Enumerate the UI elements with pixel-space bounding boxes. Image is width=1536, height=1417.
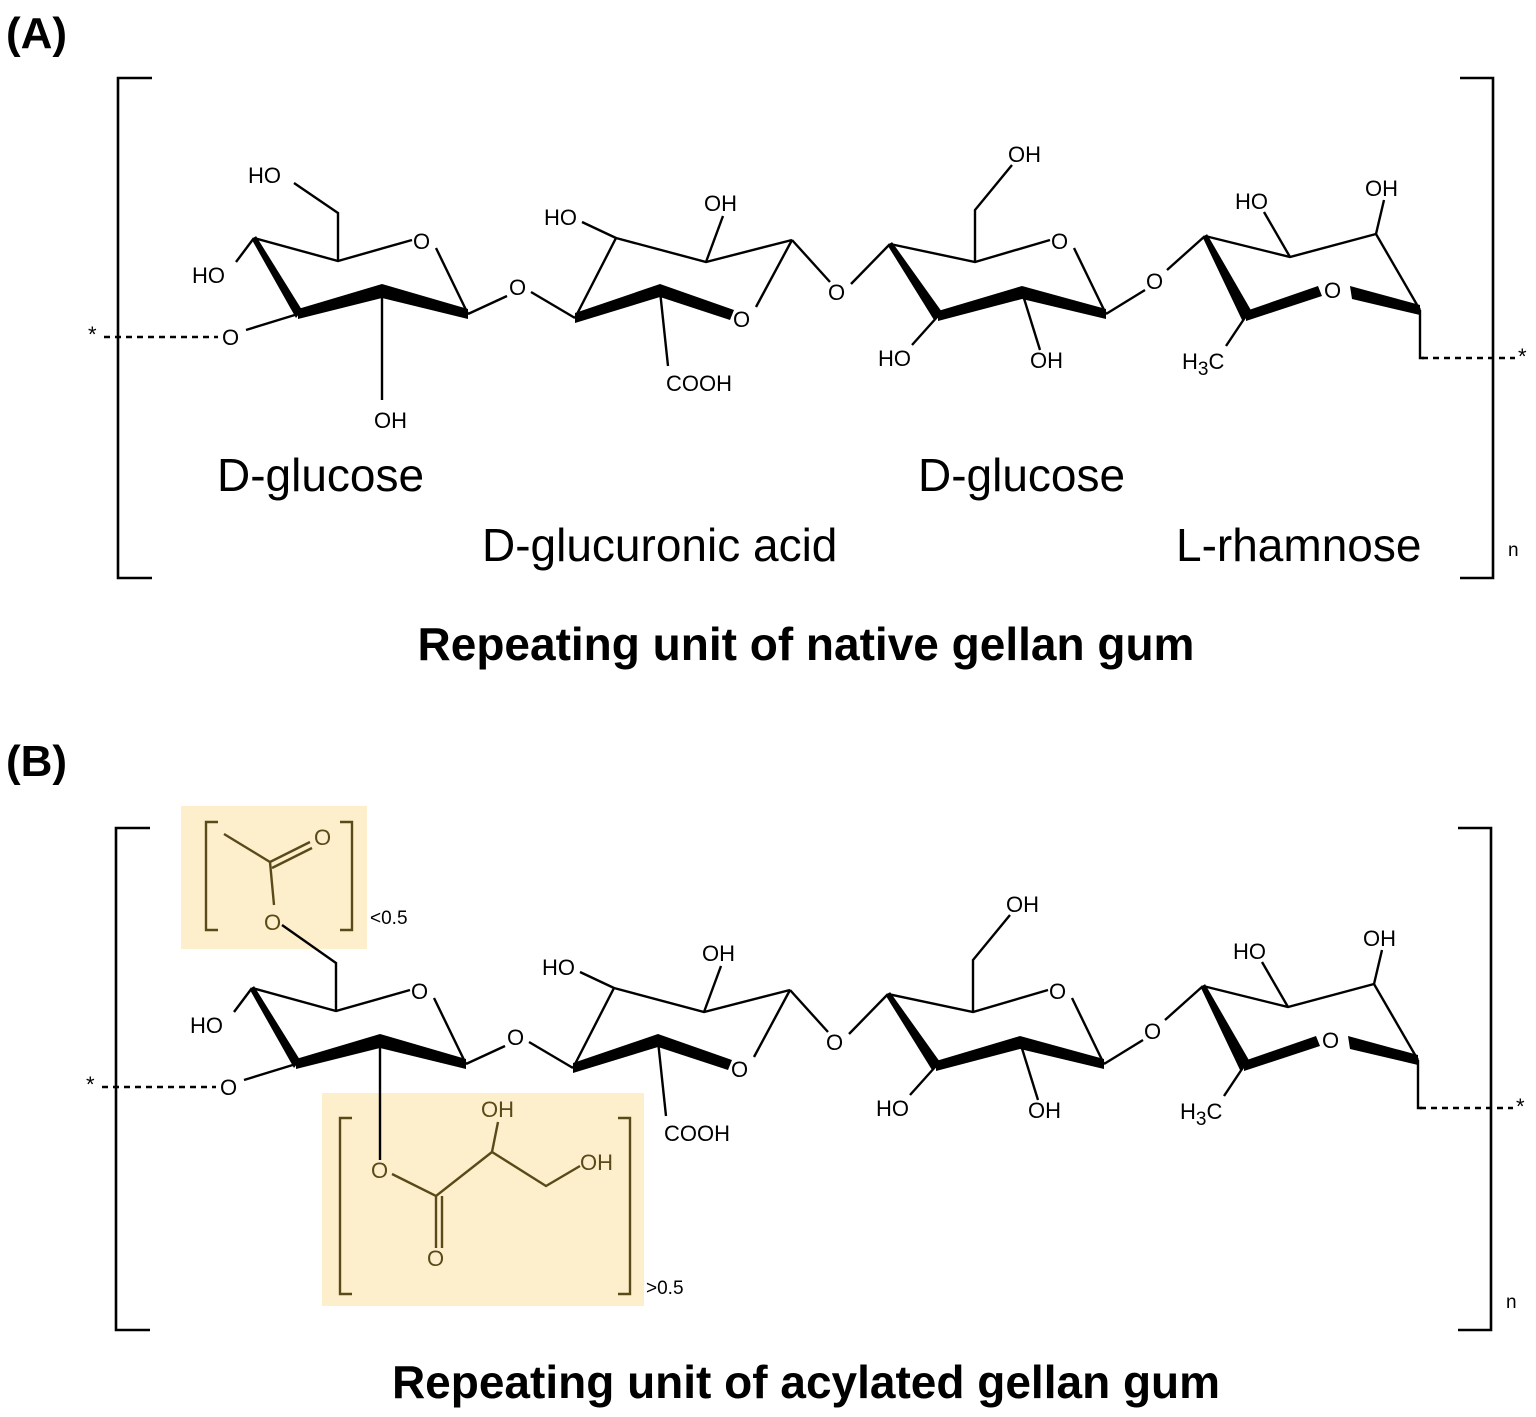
panel-a-r3-ho: HO xyxy=(878,346,911,371)
panel-b-glyco-bond-1 xyxy=(528,1040,574,1070)
panel-a-r4-h3c: H3C xyxy=(1182,349,1224,380)
panel-b-r1-c4-ho: HO xyxy=(190,1013,223,1038)
panel-a-right-star: * xyxy=(1518,344,1527,369)
panel-a-left-bracket xyxy=(116,76,152,580)
panel-b-left-bracket xyxy=(114,826,150,1332)
panel-b-r3-ring-o: O xyxy=(1049,979,1066,1004)
panel-b-r2-ring-o: O xyxy=(731,1057,748,1082)
panel-b-r4-h3c: H3C xyxy=(1180,1099,1222,1130)
panel-a-r2-ho: HO xyxy=(544,205,577,230)
panel-a-r4-ring-o: O xyxy=(1324,278,1341,303)
panel-b-ring-2-d-glucuronic-acid xyxy=(571,965,829,1117)
panel-a-r1-c2-oh: OH xyxy=(374,408,407,433)
panel-a-left-star: * xyxy=(88,322,97,347)
panel-a-r1-ring-o: O xyxy=(413,229,430,254)
panel-b-r1-ring-o: O xyxy=(411,979,428,1004)
panel-a-r2-ring-o: O xyxy=(733,307,750,332)
panel-a-glycosidic-o-1: O xyxy=(509,275,526,300)
panel-b-glyceryl-ester-o: O xyxy=(371,1158,388,1183)
panel-a-r1-c4-ho: HO xyxy=(192,263,225,288)
panel-a-ring-1-d-glucose xyxy=(235,182,508,400)
panel-b-glyco-bond-2 xyxy=(848,993,889,1035)
panel-b-ring-3-d-glucose xyxy=(886,914,1144,1101)
panel-b-glycosidic-o-3: O xyxy=(1144,1019,1161,1044)
panel-b-ring-4-l-rhamnose xyxy=(1201,949,1422,1110)
panel-b-repeat-subscript: n xyxy=(1506,1292,1517,1313)
panel-b-acetyl-group xyxy=(204,820,354,932)
panel-b-glyceryl-oh-2: OH xyxy=(580,1150,613,1175)
panel-a-glyco-bond-3 xyxy=(1166,235,1206,271)
panel-a-glycosidic-o-3: O xyxy=(1146,269,1163,294)
panel-a-sugar-label-3: D-glucose xyxy=(918,449,1125,501)
panel-b-r4-oh: OH xyxy=(1363,926,1396,951)
panel-b-r2-oh: OH xyxy=(702,941,735,966)
panel-b-r2-cooh: COOH xyxy=(664,1121,730,1146)
panel-a-sugar-label-2: D-glucuronic acid xyxy=(482,519,837,571)
panel-a-r4-h3c-c: C xyxy=(1208,349,1224,374)
panel-b-left-star: * xyxy=(86,1072,95,1097)
panel-b-glyceryl-subscript: >0.5 xyxy=(646,1278,684,1299)
panel-b-r4-h3c-h: H xyxy=(1180,1099,1196,1124)
panel-a-ring-2-d-glucuronic-acid xyxy=(573,215,831,367)
panel-a-r1-c3-o: O xyxy=(222,325,239,350)
panel-a-r4-h3c-3: 3 xyxy=(1198,359,1209,380)
panel-b-r4-ring-o: O xyxy=(1322,1028,1339,1053)
panel-b-glyco-bond-3 xyxy=(1164,985,1204,1021)
panel-a-r2-oh: OH xyxy=(704,191,737,216)
panel-a-r4-ho: HO xyxy=(1235,189,1268,214)
panel-b-glyceryl-group xyxy=(338,1116,632,1296)
panel-a-r2-cooh: COOH xyxy=(666,371,732,396)
panel-b-r4-h3c-3: 3 xyxy=(1196,1109,1207,1130)
panel-b-glycosidic-o-2: O xyxy=(826,1030,843,1055)
panel-b-glyceryl-carbonyl-o: O xyxy=(427,1246,444,1271)
panel-a-right-bracket xyxy=(1460,76,1495,580)
panel-b-right-bracket xyxy=(1458,826,1493,1332)
panel-b-r3-oh: OH xyxy=(1028,1098,1061,1123)
panel-b-r4-h3c-c: C xyxy=(1206,1099,1222,1124)
panel-a-label: (A) xyxy=(6,9,67,58)
panel-a-sugar-label-4: L-rhamnose xyxy=(1176,519,1421,571)
panel-a-glyco-bond-2 xyxy=(850,243,891,285)
panel-b-acetyl-subscript: <0.5 xyxy=(370,908,408,929)
panel-a-glyco-bond-1 xyxy=(530,290,576,320)
panel-a-repeat-subscript: n xyxy=(1508,540,1519,561)
panel-b-right-star: * xyxy=(1516,1094,1525,1119)
panel-b-r1-c3-o: O xyxy=(220,1075,237,1100)
panel-b-glyceryl-oh-1: OH xyxy=(481,1097,514,1122)
panel-a-sugar-label-1: D-glucose xyxy=(217,449,424,501)
panel-a-ring-3-d-glucose xyxy=(888,164,1146,351)
panel-b-ring-1-d-glucose xyxy=(233,924,506,1160)
panel-a-r4-oh: OH xyxy=(1365,176,1398,201)
panel-a-r3-c6-oh: OH xyxy=(1008,142,1041,167)
panel-b-acetyl-highlight xyxy=(181,806,367,949)
panel-a-caption: Repeating unit of native gellan gum xyxy=(418,618,1195,670)
panel-b-r3-ho: HO xyxy=(876,1096,909,1121)
panel-b-r4-ho: HO xyxy=(1233,939,1266,964)
panel-a-r3-ring-o: O xyxy=(1051,229,1068,254)
panel-b-acetyl-carbonyl-o: O xyxy=(314,825,331,850)
panel-b-label: (B) xyxy=(6,737,67,786)
panel-a-r3-oh: OH xyxy=(1030,348,1063,373)
panel-b-glycosidic-o-1: O xyxy=(507,1025,524,1050)
panel-b-acetyl-ester-o: O xyxy=(264,910,281,935)
panel-b-caption: Repeating unit of acylated gellan gum xyxy=(392,1356,1220,1408)
panel-a-glycosidic-o-2: O xyxy=(828,280,845,305)
panel-a-r1-c6-ho: HO xyxy=(248,163,281,188)
panel-a-r4-h3c-h: H xyxy=(1182,349,1198,374)
panel-a-ring-4-l-rhamnose xyxy=(1203,199,1424,360)
panel-b-glyceryl-highlight xyxy=(322,1093,644,1306)
panel-b-r3-c6-oh: OH xyxy=(1006,892,1039,917)
panel-b-r2-ho: HO xyxy=(542,955,575,980)
